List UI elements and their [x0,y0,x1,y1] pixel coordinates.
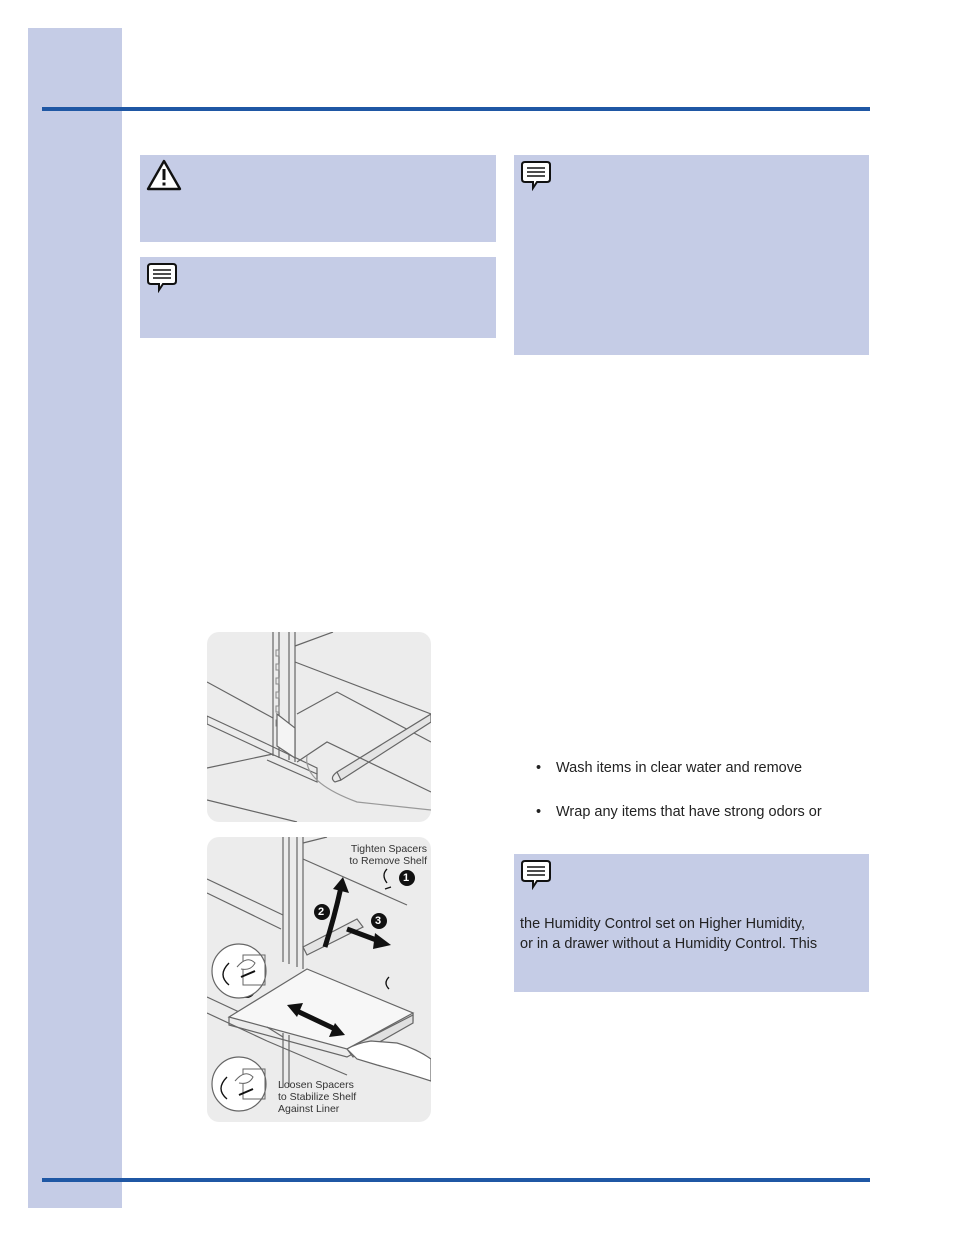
caption-line: Tighten Spacers [350,843,427,855]
note-speech-icon [521,860,551,890]
humidity-note-line-2: or in a drawer without a Humidity Contro… [520,936,818,952]
list-item: Wash items in clear water and remove [536,758,866,778]
tighten-spacers-caption: Tighten Spacers to Remove Shelf [325,843,427,867]
step-1-label: 1 [403,872,410,884]
shelf-illustration-2: 1 2 3 1 Tighten Spacers to Remove Shelf … [207,837,431,1122]
cleaning-bullet-list: Wash items in clear water and remove Wra… [536,758,866,822]
loosen-spacers-caption: Loosen Spacers to Stabilize Shelf Agains… [278,1079,398,1115]
humidity-note-text: the Humidity Control set on Higher Humid… [520,914,860,954]
note-speech-icon [521,161,551,191]
note-box-left [140,257,496,338]
warning-box [140,155,496,242]
humidity-note-line-1: the Humidity Control set on Higher Humid… [520,916,806,932]
caption-line: to Stabilize Shelf [278,1091,357,1103]
note-box-right-top [514,155,869,355]
shelf-drawing-1 [207,632,431,822]
header-rule [42,107,870,111]
step-2-label: 2 [318,906,325,918]
left-sidebar-band [28,28,122,1208]
note-speech-icon [147,263,177,293]
shelf-drawing-2 [207,837,431,1112]
step-3-label: 3 [375,915,382,927]
caption-line: Against Liner [278,1103,340,1115]
step-1-inset-label: 1 [243,984,250,996]
shelf-illustration-1 [207,632,431,822]
footer-rule [42,1178,870,1182]
caption-line: to Remove Shelf [349,855,427,867]
warning-triangle-icon [146,159,182,191]
note-box-humidity [514,854,869,992]
caption-line: Loosen Spacers [278,1079,354,1091]
list-item: Wrap any items that have strong odors or [536,802,866,822]
